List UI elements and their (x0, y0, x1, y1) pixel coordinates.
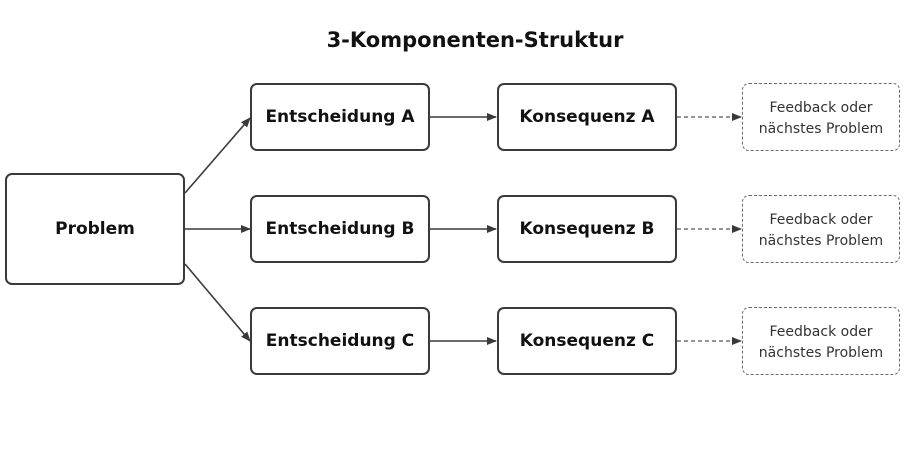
arrow-problem-to-decision-c (184, 263, 251, 342)
decision-c-node: Entscheidung C (250, 307, 430, 375)
feedback-a-node: Feedback oder nächstes Problem (742, 83, 900, 151)
problem-label: Problem (55, 219, 135, 239)
feedback-a-label: Feedback oder nächstes Problem (758, 99, 884, 137)
feedback-b-node: Feedback oder nächstes Problem (742, 195, 900, 263)
consequence-c-label: Konsequenz C (519, 331, 655, 351)
decision-a-label: Entscheidung A (265, 107, 415, 127)
problem-node: Problem (5, 173, 185, 285)
decision-b-node: Entscheidung B (250, 195, 430, 263)
consequence-b-node: Konsequenz B (497, 195, 677, 263)
feedback-b-label: Feedback oder nächstes Problem (758, 211, 884, 249)
consequence-a-node: Konsequenz A (497, 83, 677, 151)
consequence-a-label: Konsequenz A (519, 107, 655, 127)
decision-b-label: Entscheidung B (265, 219, 415, 239)
decision-a-node: Entscheidung A (250, 83, 430, 151)
consequence-c-node: Konsequenz C (497, 307, 677, 375)
feedback-c-label: Feedback oder nächstes Problem (758, 323, 884, 361)
decision-c-label: Entscheidung C (265, 331, 415, 351)
feedback-c-node: Feedback oder nächstes Problem (742, 307, 900, 375)
diagram-title: 3-Komponenten-Struktur (326, 28, 624, 52)
consequence-b-label: Konsequenz B (519, 219, 655, 239)
arrow-problem-to-decision-a (184, 117, 251, 194)
